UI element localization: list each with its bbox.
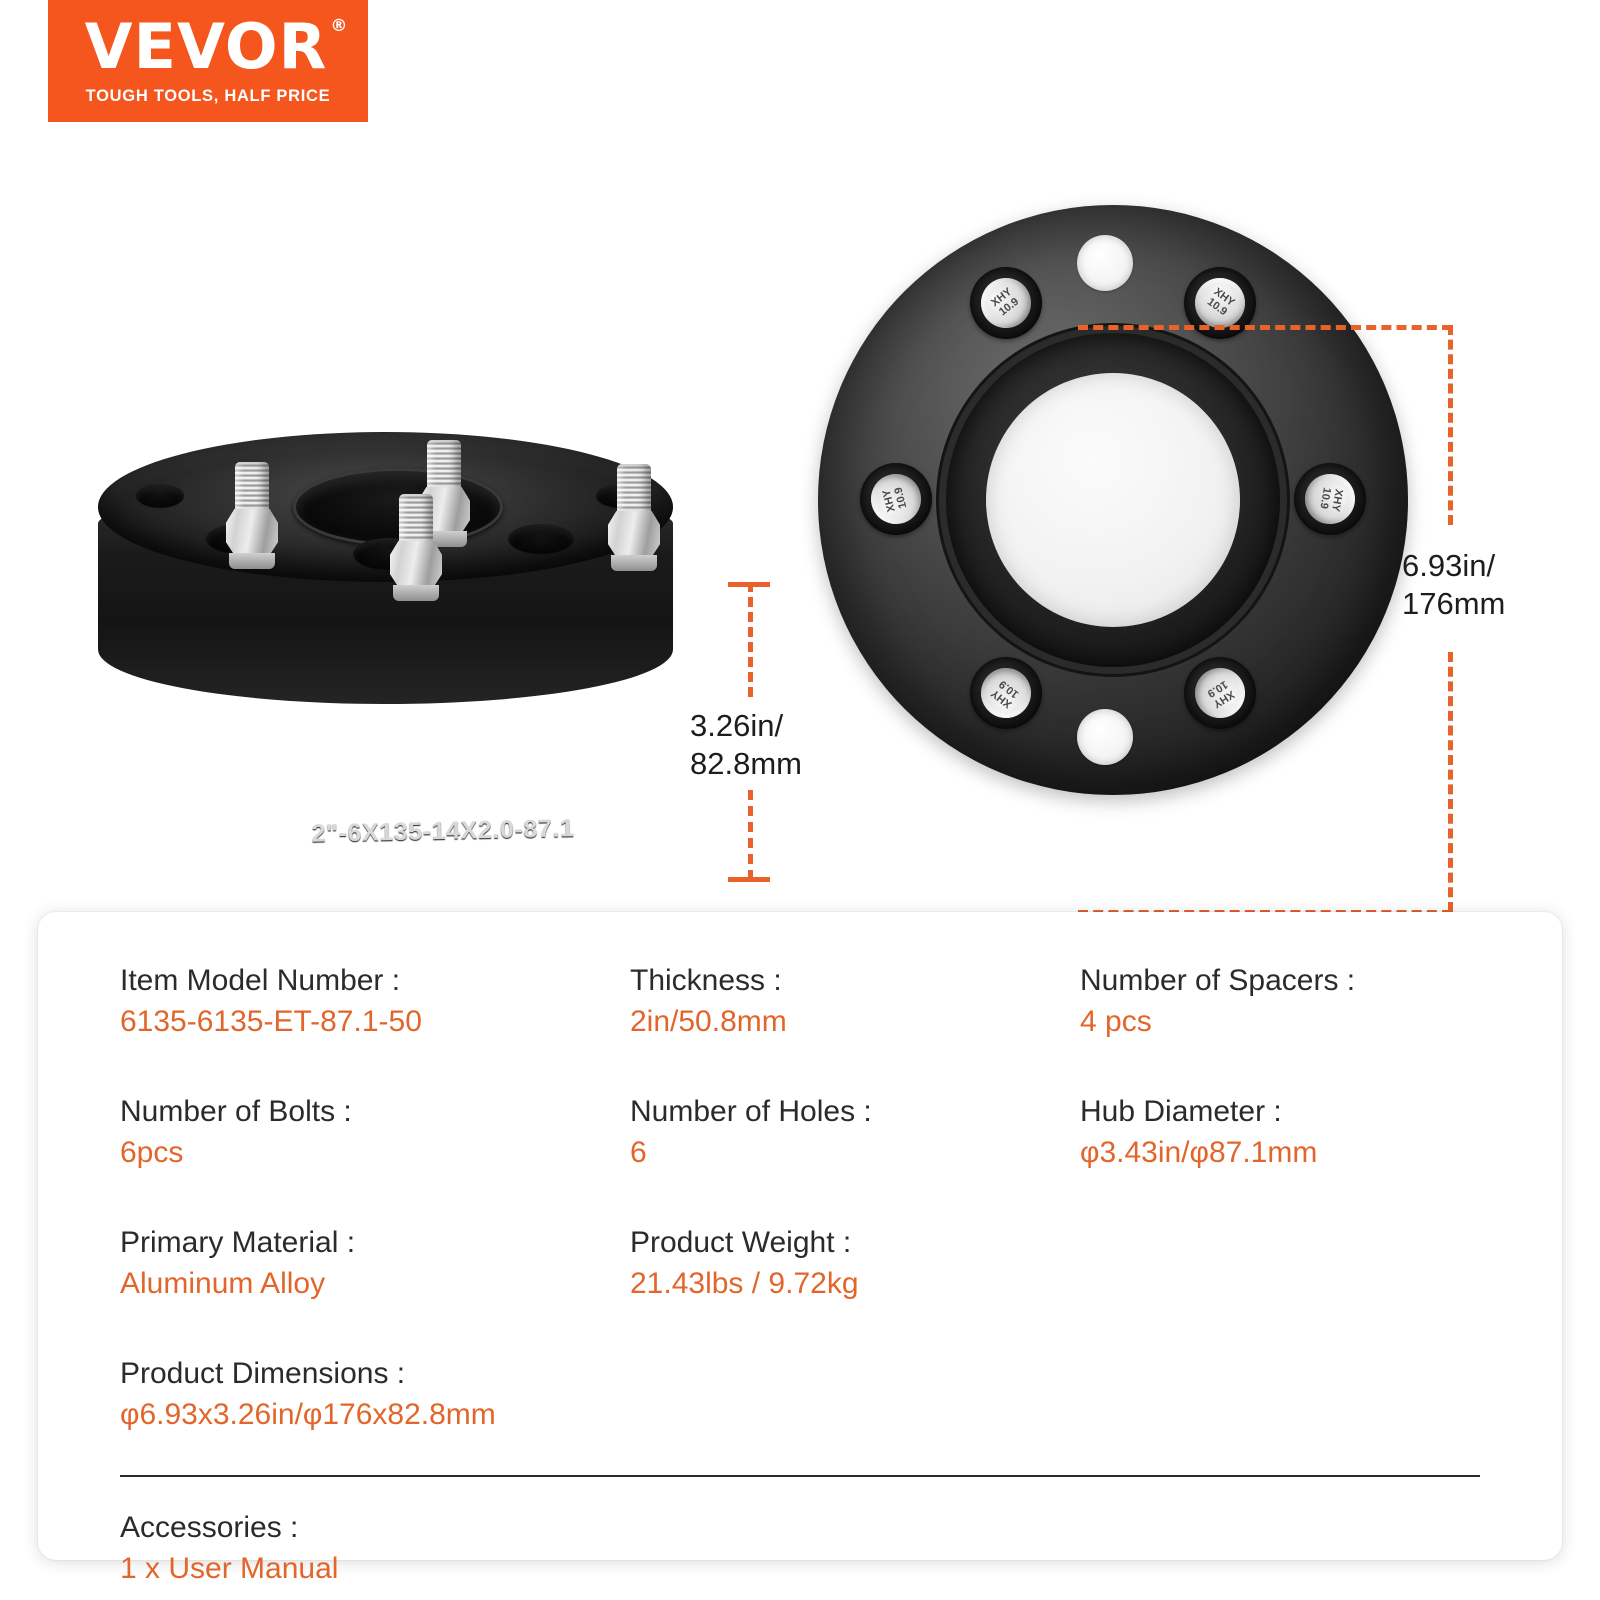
spec-value: 6pcs <box>120 1136 184 1170</box>
product-illustration: 2"-6X135-14X2.0-87.1 XHY 10.9 XHY 10.9 <box>0 122 1600 915</box>
stud-collar <box>611 555 657 571</box>
spec-value: φ6.93x3.26in/φ176x82.8mm <box>120 1398 496 1432</box>
stud-nut <box>226 509 278 555</box>
registered-trademark-icon: ® <box>330 16 349 36</box>
spacer-center-bore <box>986 373 1240 627</box>
stud-collar <box>229 553 275 569</box>
spacer-engraving-text: 2"-6X135-14X2.0-87.1 <box>311 814 575 848</box>
diameter-value-mm: 176mm <box>1402 586 1506 622</box>
section-divider <box>120 1475 1480 1477</box>
wheel-spacer-perspective-view: 2"-6X135-14X2.0-87.1 <box>88 432 688 848</box>
stud-collar <box>393 585 439 601</box>
spec-label: Hub Diameter : <box>1080 1095 1282 1128</box>
bolt-grade-cap: XHY 10.9 <box>1185 658 1255 728</box>
specifications-grid: Item Model Number : 6135-6135-ET-87.1-50… <box>38 960 1562 1457</box>
spec-label: Number of Spacers : <box>1080 964 1356 997</box>
spec-value: 2in/50.8mm <box>630 1005 787 1039</box>
diameter-dimension-line-vertical-lower <box>1448 652 1453 912</box>
stud-thread <box>427 440 461 490</box>
brand-wordmark: VEVOR® <box>85 16 348 78</box>
brand-name: VEVOR <box>84 10 328 83</box>
spec-item-product-dimensions: Product Dimensions : φ6.93x3.26in/φ176x8… <box>120 1353 1480 1457</box>
bolt-grade-cap: XHY 10.9 <box>970 267 1042 339</box>
spec-label: Item Model Number : <box>120 964 401 997</box>
vevor-logo: VEVOR® TOUGH TOOLS, HALF PRICE <box>48 0 368 122</box>
bolt-hole <box>136 484 184 508</box>
thickness-dimension-label: 3.26in/ 82.8mm <box>690 707 802 784</box>
spec-item-model-number: Item Model Number : 6135-6135-ET-87.1-50 <box>120 960 630 1064</box>
spec-label: Primary Material : <box>120 1226 356 1259</box>
thickness-value-mm: 82.8mm <box>690 746 802 782</box>
spec-item-primary-material: Primary Material : Aluminum Alloy <box>120 1222 630 1326</box>
spec-label: Number of Holes : <box>630 1095 872 1128</box>
stud-nut <box>390 541 442 587</box>
stud-thread <box>235 462 269 512</box>
spacer-top-face <box>98 432 673 582</box>
diameter-value-inches: 6.93in/ <box>1402 548 1496 583</box>
spec-value: 6135-6135-ET-87.1-50 <box>120 1005 422 1039</box>
spec-item-product-weight: Product Weight : 21.43lbs / 9.72kg <box>630 1222 1080 1326</box>
diameter-dimension-label: 6.93in/ 176mm <box>1402 547 1505 624</box>
bolt-head: XHY 10.9 <box>1294 463 1366 535</box>
spec-label: Thickness : <box>630 964 782 997</box>
spec-item-number-of-bolts: Number of Bolts : 6pcs <box>120 1091 630 1195</box>
thickness-value-inches: 3.26in/ <box>690 708 784 743</box>
brand-tagline: TOUGH TOOLS, HALF PRICE <box>85 87 331 105</box>
accessories-label: Accessories : <box>120 1511 299 1544</box>
bolt-grade-cap: XHY 10.9 <box>865 468 927 530</box>
accessories-section: Accessories : 1 x User Manual <box>38 1477 1562 1590</box>
thickness-dimension-line-upper <box>748 582 753 697</box>
through-hole <box>1077 709 1133 765</box>
bolt-hole <box>508 524 574 554</box>
stud-thread <box>399 494 433 544</box>
spec-item-thickness: Thickness : 2in/50.8mm <box>630 960 1080 1064</box>
specifications-card: Item Model Number : 6135-6135-ET-87.1-50… <box>38 912 1562 1585</box>
bolt-head: XHY 10.9 <box>1184 657 1256 729</box>
spec-value: φ3.43in/φ87.1mm <box>1080 1136 1318 1170</box>
spec-label: Number of Bolts : <box>120 1095 352 1128</box>
spec-label: Product Weight : <box>630 1226 852 1259</box>
bolt-grade-marking: 10.9 <box>1317 486 1333 510</box>
stud-nut <box>608 511 660 557</box>
thickness-dimension-line-lower <box>748 790 753 880</box>
bolt-grade-cap: XHY 10.9 <box>970 657 1042 729</box>
accessories-value: 1 x User Manual <box>120 1552 339 1586</box>
spec-value: 6 <box>630 1136 647 1170</box>
bolt-grade-marking: 10.9 <box>892 485 910 510</box>
spec-value: 4 pcs <box>1080 1005 1152 1039</box>
wheel-stud <box>390 494 442 601</box>
spec-label: Product Dimensions : <box>120 1357 406 1390</box>
diameter-dimension-line-vertical-upper <box>1448 325 1453 525</box>
stud-thread <box>617 464 651 514</box>
wheel-stud <box>226 462 278 569</box>
spec-item-number-of-holes: Number of Holes : 6 <box>630 1091 1080 1195</box>
bolt-head: XHY 10.9 <box>970 267 1042 339</box>
spec-value: Aluminum Alloy <box>120 1267 326 1301</box>
wheel-stud <box>608 464 660 571</box>
spec-item-hub-diameter: Hub Diameter : φ3.43in/φ87.1mm <box>1080 1091 1480 1195</box>
wheel-spacer-face-view: XHY 10.9 XHY 10.9 XHY 10.9 XHY 10. <box>818 205 1408 795</box>
spec-item-empty <box>1080 1222 1480 1326</box>
spec-value: 21.43lbs / 9.72kg <box>630 1267 859 1301</box>
diameter-dimension-line-top <box>1078 325 1452 330</box>
bolt-head: XHY 10.9 <box>860 463 932 535</box>
bolt-grade-cap: XHY 10.9 <box>1301 470 1359 528</box>
bolt-head: XHY 10.9 <box>970 657 1042 729</box>
spec-item-number-of-spacers: Number of Spacers : 4 pcs <box>1080 960 1480 1064</box>
through-hole <box>1077 235 1133 291</box>
